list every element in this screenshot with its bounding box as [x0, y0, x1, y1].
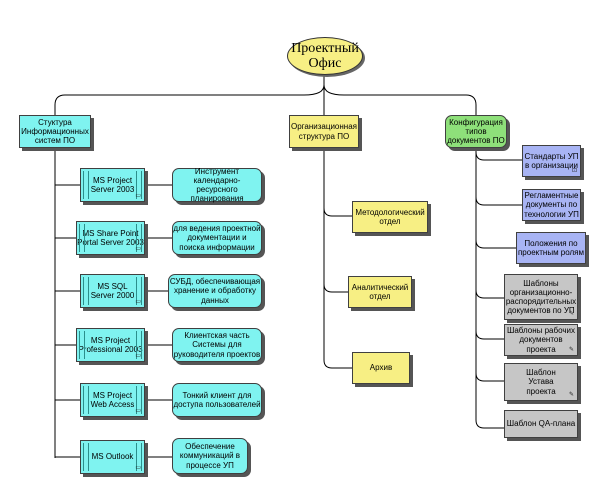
- document-label: Положения по проектным ролям: [517, 238, 585, 257]
- software-label: MS SQL Server 2000: [90, 281, 135, 300]
- document-label: Шаблон QA-плана: [506, 419, 576, 429]
- software-description[interactable]: Клиентская часть Системы для руководител…: [172, 328, 262, 362]
- software-description[interactable]: СУБД, обеспечивающая хранение и обработк…: [168, 274, 262, 308]
- document-label: Регламентные документы по технологии УП: [524, 191, 579, 219]
- software-node[interactable]: MS Share Point Portal Server 2003 ▭: [76, 221, 145, 255]
- department-node[interactable]: Архив: [352, 352, 410, 384]
- server-rack-icon: ▭: [135, 408, 141, 414]
- root-arc-left: [54, 84, 325, 115]
- root-node-project-office[interactable]: Проектный Офис: [287, 37, 363, 75]
- server-rack-icon: ▭: [135, 299, 141, 305]
- software-node[interactable]: MS Project Professional 2003 ▭: [76, 328, 145, 362]
- pen-icon: ✎: [568, 347, 574, 353]
- server-rack-icon: ▭: [135, 193, 141, 199]
- server-rack-icon: ▭: [135, 353, 141, 359]
- department-node[interactable]: Аналитический отдел: [348, 276, 412, 308]
- document-node[interactable]: Шаблоны организационно- распорядительных…: [504, 274, 578, 320]
- server-rack-icon: [136, 171, 142, 199]
- document-label: Шаблоны организационно- распорядительных…: [505, 278, 577, 316]
- software-node[interactable]: MS Outlook ▭: [80, 440, 145, 474]
- branch-config[interactable]: Конфигурация типов документов ПО: [445, 115, 507, 148]
- software-node[interactable]: MS SQL Server 2000 ▭: [80, 274, 145, 308]
- document-icon: ⊡: [571, 168, 577, 174]
- branch-config-label: Конфигурация типов документов ПО: [447, 117, 505, 146]
- software-label: MS Share Point Portal Server 2003: [77, 228, 144, 247]
- server-rack-icon: [136, 386, 142, 414]
- branch-org[interactable]: Организационная структура ПО: [289, 115, 359, 148]
- software-description-label: Тонкий клиент для доступа пользователей: [173, 390, 261, 409]
- server-rack-icon: [136, 224, 142, 252]
- software-node[interactable]: MS Project Web Access ▭: [80, 383, 145, 417]
- pen-icon: ✎: [568, 311, 574, 317]
- org-trunk: [323, 149, 352, 369]
- department-label: Методологический отдел: [355, 207, 425, 226]
- software-description-label: для ведения проектной документации и пои…: [173, 224, 261, 252]
- document-node[interactable]: Регламентные документы по технологии УП: [522, 189, 581, 221]
- branch-structure-label: Стуктура Информационных систем ПО: [21, 117, 89, 146]
- root-arc-right: [323, 84, 477, 115]
- software-description[interactable]: для ведения проектной документации и пои…: [172, 221, 262, 255]
- software-description-label: Инструмент календарно-ресурсного планиро…: [190, 166, 244, 204]
- branch-structure[interactable]: Стуктура Информационных систем ПО: [19, 115, 91, 148]
- pen-icon: ✎: [568, 392, 574, 398]
- software-label: MS Outlook: [91, 452, 134, 462]
- software-node[interactable]: MS Project Server 2003 ▭: [80, 168, 145, 202]
- server-rack-icon: [79, 224, 85, 252]
- root-label: Проектный Офис: [291, 40, 359, 71]
- document-label: Шаблоны рабочих документов проекта: [507, 326, 575, 354]
- document-label: Шаблон Устава проекта: [526, 368, 556, 396]
- software-description-label: Обеспечение коммуникаций в процессе УП: [179, 442, 241, 470]
- software-label: MS Project Server 2003: [90, 175, 135, 194]
- department-label: Архив: [369, 363, 393, 373]
- document-node[interactable]: Стандарты УП в организации ⊡: [522, 145, 581, 177]
- document-node[interactable]: Шаблон QA-плана: [504, 410, 578, 438]
- software-description-label: СУБД, обеспечивающая хранение и обработк…: [169, 277, 261, 305]
- software-description[interactable]: Тонкий клиент для доступа пользователей: [172, 383, 262, 417]
- server-rack-icon: [83, 386, 89, 414]
- department-node[interactable]: Методологический отдел: [352, 201, 428, 233]
- server-rack-icon: ▭: [135, 246, 141, 252]
- software-description[interactable]: Обеспечение коммуникаций в процессе УП: [172, 438, 248, 474]
- department-label: Аналитический отдел: [351, 282, 409, 301]
- software-label: MS Project Web Access: [90, 390, 135, 409]
- server-rack-icon: [83, 443, 89, 471]
- document-node[interactable]: Шаблон Устава проекта ✎: [504, 363, 578, 401]
- server-rack-icon: [136, 277, 142, 305]
- server-rack-icon: [136, 443, 142, 471]
- software-description[interactable]: Инструмент календарно-ресурсного планиро…: [172, 166, 262, 204]
- server-rack-icon: [136, 331, 142, 359]
- server-rack-icon: [79, 331, 85, 359]
- software-description-label: Клиентская часть Системы для руководител…: [173, 331, 261, 359]
- software-label: MS Project Professional 2003: [78, 335, 143, 354]
- server-rack-icon: [83, 277, 89, 305]
- document-node[interactable]: Положения по проектным ролям: [516, 232, 586, 264]
- document-label: Стандарты УП в организации: [524, 151, 579, 170]
- branch-org-label: Организационная структура ПО: [291, 122, 357, 141]
- config-trunk: [475, 148, 504, 429]
- server-rack-icon: ▭: [135, 465, 141, 471]
- document-node[interactable]: Шаблоны рабочих документов проекта ✎: [504, 324, 578, 356]
- server-rack-icon: [83, 171, 89, 199]
